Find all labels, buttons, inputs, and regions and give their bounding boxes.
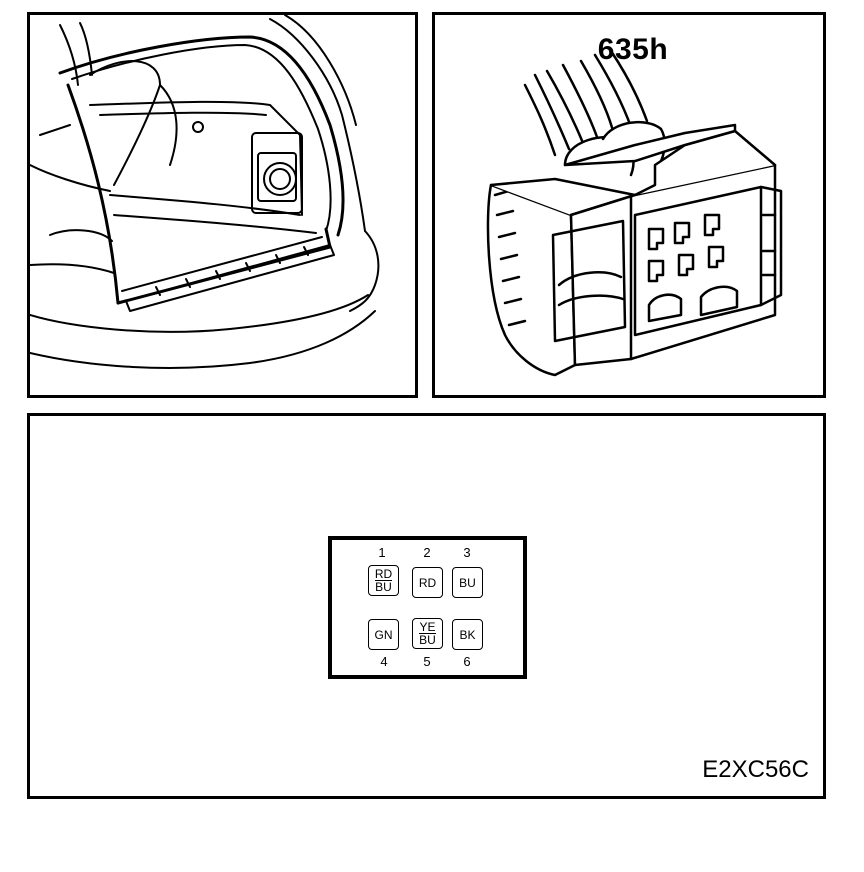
connector-illustration-panel: 635h bbox=[432, 12, 826, 398]
pin-number: 5 bbox=[423, 654, 431, 669]
wire-color: GN bbox=[374, 627, 393, 642]
connector-pin-face: 1 2 3 RD BU RD BU GN YE BU BK 4 5 6 bbox=[328, 536, 527, 679]
pin-cavity: YE BU bbox=[412, 618, 443, 649]
figure-code: E2XC56C bbox=[702, 756, 809, 783]
pin-cavity: BK bbox=[452, 619, 483, 650]
pin-cavity: BU bbox=[452, 567, 483, 598]
wire-color-stripe: BU bbox=[375, 580, 392, 594]
wire-color: YE bbox=[419, 620, 436, 634]
wire-color: RD bbox=[418, 575, 437, 590]
pinout-panel: 1 2 3 RD BU RD BU GN YE BU BK 4 5 6 E2XC… bbox=[27, 413, 826, 799]
pin-cavity: GN bbox=[368, 619, 399, 650]
pin-number: 3 bbox=[463, 545, 471, 560]
wire-color: BU bbox=[459, 575, 476, 590]
connector-label: 635h bbox=[597, 33, 669, 66]
car-trunk-illustration bbox=[30, 15, 380, 369]
pin-number: 4 bbox=[380, 654, 388, 669]
pin-number: 6 bbox=[463, 654, 471, 669]
pin-number: 2 bbox=[423, 545, 431, 560]
vehicle-location-panel bbox=[27, 12, 418, 398]
connector-illustration bbox=[486, 49, 783, 377]
wire-color-stripe: BU bbox=[419, 633, 436, 647]
pin-cavity: RD BU bbox=[368, 565, 399, 596]
pin-number: 1 bbox=[378, 545, 386, 560]
wire-color: RD bbox=[374, 567, 393, 581]
wire-color: BK bbox=[459, 627, 476, 642]
pin-cavity: RD bbox=[412, 567, 443, 598]
